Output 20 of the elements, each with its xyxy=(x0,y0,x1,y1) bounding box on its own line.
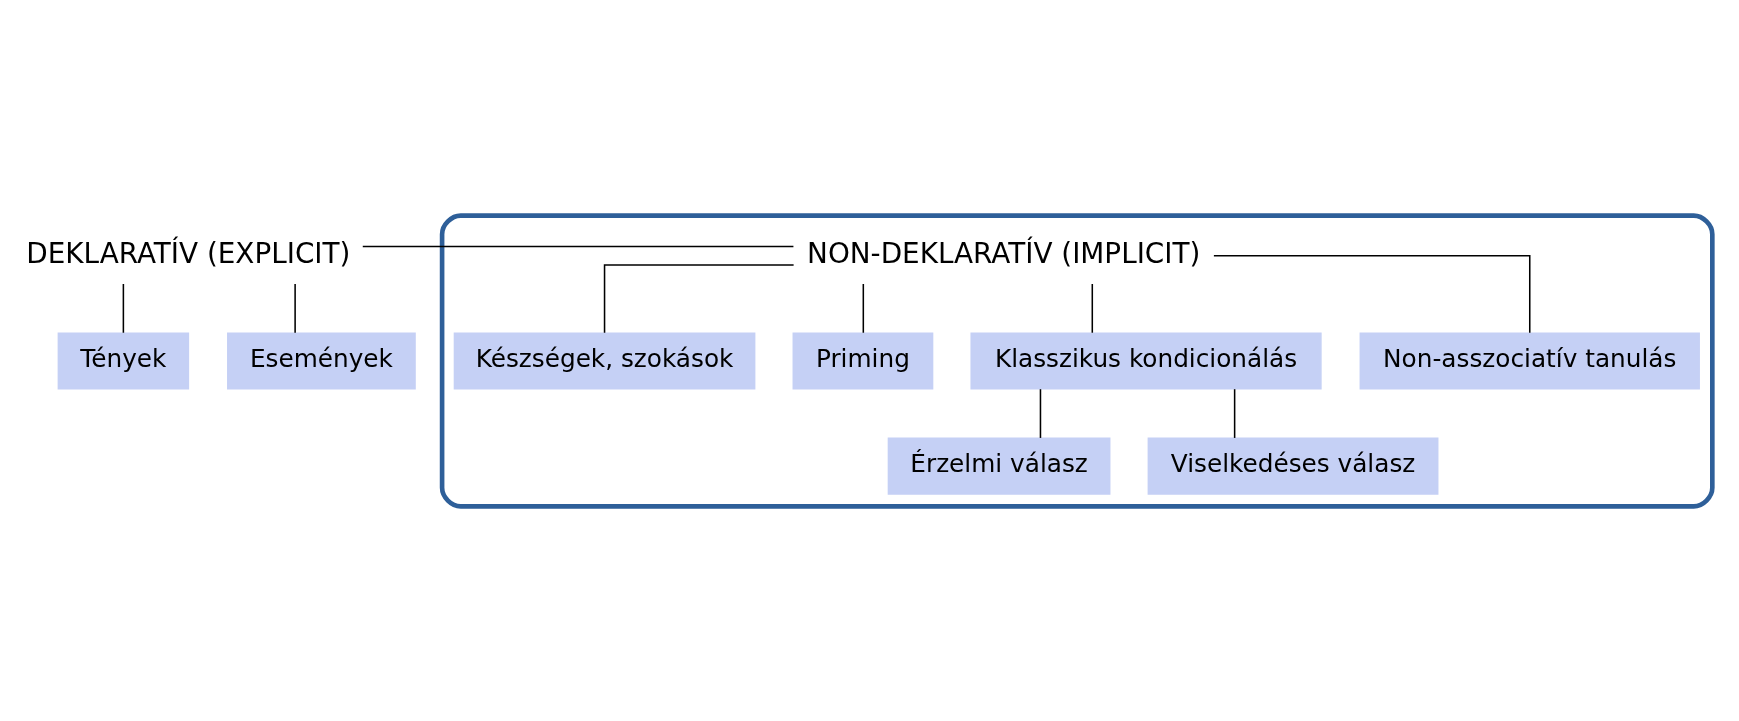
node-box: Viselkedéses válasz xyxy=(1147,437,1439,495)
node-box: Non-asszociatív tanulás xyxy=(1359,331,1700,390)
node-box: Események xyxy=(227,331,416,390)
connector xyxy=(122,282,125,333)
connector xyxy=(862,282,865,333)
node-box: Klasszikus kondicionálás xyxy=(970,331,1322,390)
connector xyxy=(1039,387,1042,439)
node-text: NON-DEKLARATÍV (IMPLICIT) xyxy=(807,236,1201,270)
node-box: Készségek, szokások xyxy=(453,331,756,390)
connector xyxy=(1233,387,1236,439)
connector xyxy=(1213,254,1531,334)
connector xyxy=(294,282,296,333)
node-text: DEKLARATÍV (EXPLICIT) xyxy=(26,236,351,270)
node-box: Érzelmi válasz xyxy=(887,437,1111,495)
cluster xyxy=(439,212,1715,509)
connector xyxy=(362,245,795,247)
node-box: Tények xyxy=(57,331,190,390)
connector xyxy=(603,263,795,333)
connector xyxy=(1091,282,1094,333)
node-box: Priming xyxy=(792,331,934,390)
